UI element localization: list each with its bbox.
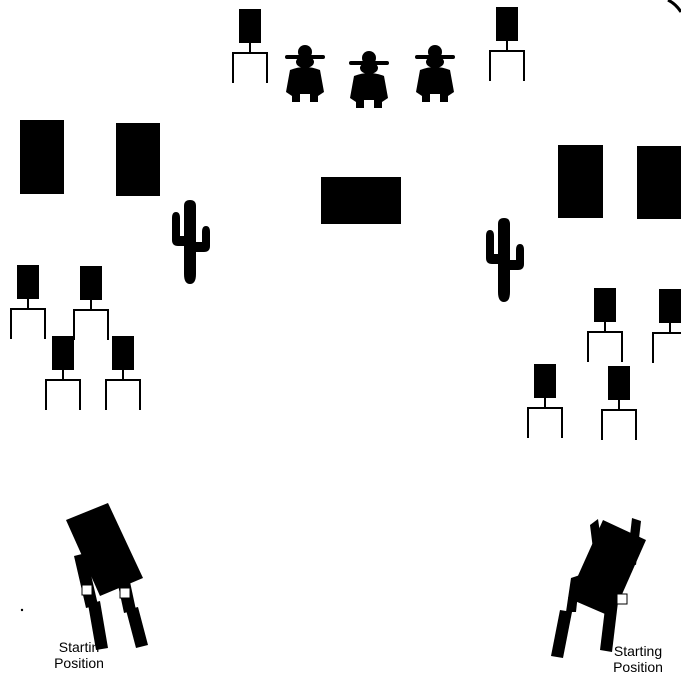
starting-position-left-label: Startin Position [44, 639, 114, 671]
target-left-4 [106, 336, 140, 410]
barricade-right-1 [558, 145, 603, 218]
start-table-right [551, 518, 646, 658]
stray-mark [21, 609, 23, 611]
target-top-right [490, 7, 524, 81]
barricade-left-1 [20, 120, 64, 194]
target-left-2 [74, 266, 108, 340]
barricade-right-2 [637, 146, 681, 219]
target-right-2 [653, 289, 681, 363]
starting-position-left-line1: Startin [44, 639, 114, 655]
target-right-4 [602, 366, 636, 440]
barricade-left-2 [116, 123, 160, 196]
bandit-target-2 [349, 51, 389, 108]
starting-position-left-line2: Position [44, 655, 114, 671]
starting-position-right-line2: Position [598, 659, 678, 675]
target-left-3 [46, 336, 80, 410]
start-table-left [66, 503, 148, 650]
bandit-target-1 [285, 45, 325, 102]
cactus-left [172, 200, 210, 284]
starting-position-right-label: Starting Position [598, 643, 678, 675]
cactus-right [486, 218, 524, 302]
target-right-1 [588, 288, 622, 362]
barricade-center [321, 177, 401, 224]
target-right-3 [528, 364, 562, 438]
page-corner-mark [668, 0, 681, 12]
starting-position-right-line1: Starting [598, 643, 678, 659]
bandit-target-3 [415, 45, 455, 102]
target-top-left [233, 9, 267, 83]
target-left-1 [11, 265, 45, 339]
